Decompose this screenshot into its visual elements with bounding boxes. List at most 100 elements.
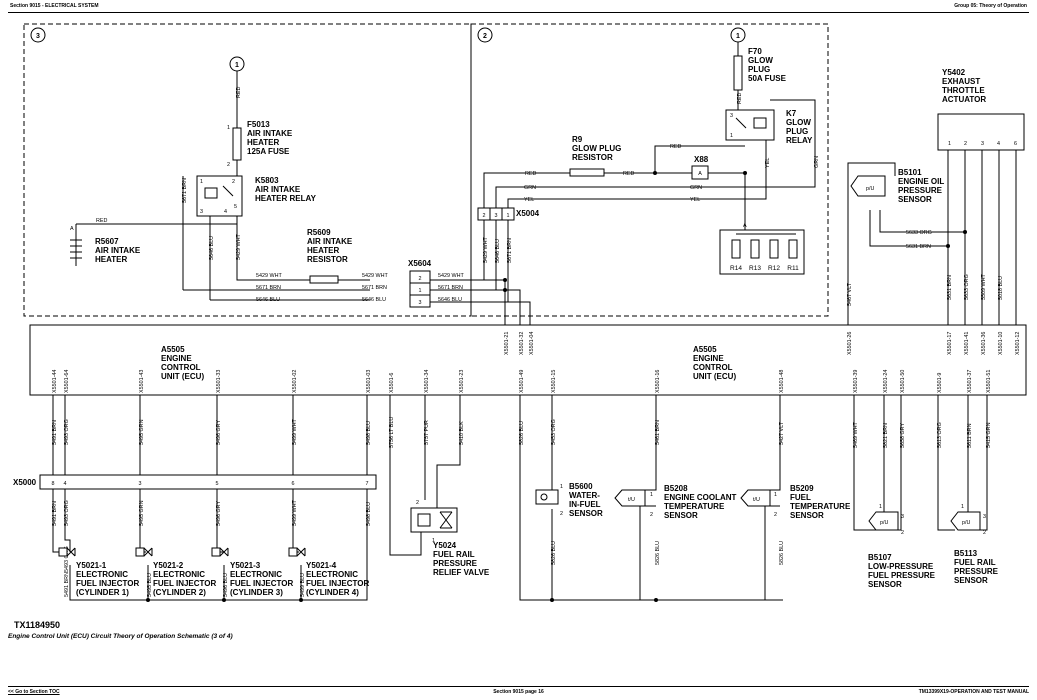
svg-text:5826 BLU: 5826 BLU — [655, 541, 661, 565]
svg-text:5671 BRN: 5671 BRN — [362, 285, 387, 291]
r5609-resistor-icon — [309, 275, 339, 284]
svg-text:1: 1 — [419, 288, 422, 294]
svg-text:1: 1 — [432, 538, 435, 544]
svg-text:X5501-50: X5501-50 — [900, 370, 906, 393]
svg-text:2: 2 — [419, 276, 422, 282]
svg-text:3: 3 — [139, 481, 142, 487]
svg-text:5633 ORG: 5633 ORG — [906, 230, 932, 236]
svg-text:5491 BRN: 5491 BRN — [52, 420, 58, 445]
svg-text:5491 BRN: 5491 BRN — [52, 501, 58, 526]
region-2-border — [470, 23, 829, 317]
svg-text:R13: R13 — [749, 265, 761, 272]
svg-text:5646 BLU: 5646 BLU — [438, 297, 462, 303]
svg-text:6: 6 — [292, 481, 295, 487]
footer-rule — [8, 686, 1029, 687]
b5209-sensor-icon — [740, 489, 771, 507]
header-rule — [8, 12, 1029, 13]
svg-text:5427 VLT: 5427 VLT — [779, 421, 785, 445]
svg-text:X5501-34: X5501-34 — [424, 370, 430, 393]
svg-text:X5501-9: X5501-9 — [937, 373, 943, 393]
svg-text:5631 BRN: 5631 BRN — [906, 244, 931, 250]
svg-text:X5501-32: X5501-32 — [519, 332, 525, 355]
sensor-circuits: 5826 BLU 5453 ORG 5461 BRN 5427 VLT 5826… — [519, 395, 785, 601]
group-header: Group 05: Theory of Operation — [954, 3, 1027, 9]
k7-relay-icon — [725, 109, 775, 141]
svg-text:A: A — [70, 226, 74, 232]
svg-text:5493 ORG: 5493 ORG — [64, 419, 70, 445]
svg-text:5646 BLU: 5646 BLU — [209, 236, 215, 260]
svg-text:5: 5 — [216, 481, 219, 487]
b5208-sensor-icon — [614, 489, 646, 507]
svg-text:X5501-37: X5501-37 — [967, 370, 973, 393]
svg-text:1: 1 — [730, 133, 733, 139]
svg-text:3: 3 — [981, 141, 984, 147]
svg-text:5671 BRN: 5671 BRN — [438, 285, 463, 291]
svg-text:4: 4 — [224, 209, 227, 215]
svg-text:R12: R12 — [768, 265, 780, 272]
svg-text:X5501-6: X5501-6 — [389, 373, 395, 393]
svg-text:5633 ORG: 5633 ORG — [964, 274, 970, 300]
svg-text:X5501-64: X5501-64 — [64, 370, 70, 393]
svg-text:YEL: YEL — [765, 158, 771, 168]
svg-text:X5501-51: X5501-51 — [986, 370, 992, 393]
y5024-relief-valve-icon: 2 1 — [410, 500, 458, 544]
junction-dots — [146, 171, 967, 602]
f70-fuse-icon — [733, 55, 743, 91]
svg-text:5613 ORG: 5613 ORG — [937, 422, 943, 448]
svg-text:X5501-26: X5501-26 — [847, 332, 853, 355]
svg-text:5499 BLU: 5499 BLU — [300, 573, 306, 597]
svg-text:5: 5 — [234, 204, 237, 210]
svg-text:5821 BRN: 5821 BRN — [883, 423, 889, 448]
section-header: Section 9015 - ELECTRICAL SYSTEM — [10, 3, 99, 9]
svg-text:1: 1 — [560, 484, 563, 490]
svg-text:R11: R11 — [787, 265, 799, 272]
svg-text:5496 GRY: 5496 GRY — [216, 420, 222, 445]
svg-text:RED: RED — [623, 171, 634, 177]
svg-text:2: 2 — [227, 162, 230, 168]
x5604-connector — [409, 270, 431, 308]
svg-text:2: 2 — [650, 512, 653, 518]
b5113-sensor-icon — [950, 511, 981, 531]
svg-text:X5501-03: X5501-03 — [366, 370, 372, 393]
svg-text:3: 3 — [36, 33, 40, 40]
svg-text:5429 WHT: 5429 WHT — [362, 273, 388, 279]
air-intake-heater-circuit: RED 1 2 5671 BRN 5646 BLU 5429 WHT 1 2 3… — [70, 71, 530, 308]
svg-text:5415 GRN: 5415 GRN — [986, 422, 992, 448]
svg-text:3: 3 — [901, 514, 904, 520]
injector-harness: 8 4 3 5 6 7 5491 BRN 5493 ORG 5495 GRN 5… — [39, 395, 465, 601]
svg-text:3: 3 — [983, 514, 986, 520]
svg-text:5671 BRN: 5671 BRN — [182, 178, 188, 203]
go-to-section-toc-link[interactable]: << Go to Section TOC — [8, 689, 60, 695]
svg-text:2: 2 — [964, 141, 967, 147]
svg-text:5509 WHT: 5509 WHT — [981, 274, 987, 300]
svg-text:5756 LT BLU: 5756 LT BLU — [389, 417, 395, 448]
svg-text:5499 WHT: 5499 WHT — [292, 419, 298, 445]
injector-valve-icons — [58, 547, 306, 557]
x88-connector — [691, 165, 709, 180]
manual-title: TM13399X19-OPERATION AND TEST MANUAL — [918, 689, 1029, 695]
svg-text:5410 BLK: 5410 BLK — [459, 421, 465, 445]
glow-plug-icons — [731, 239, 798, 259]
svg-text:X88: X88 — [694, 155, 709, 164]
oil-pressure-and-throttle-circuit: 1 2 3 4 6 5633 ORG 5631 BRN p/U 5467 VLT… — [847, 113, 1025, 330]
svg-text:5467 VLT: 5467 VLT — [847, 282, 853, 306]
svg-text:5493 ORG: 5493 ORG — [64, 546, 70, 572]
callout-3: 3 — [30, 27, 46, 43]
svg-text:5429 WHT: 5429 WHT — [483, 237, 489, 263]
svg-text:X5501-23: X5501-23 — [459, 370, 465, 393]
a5505-ecu-box — [29, 324, 1027, 396]
svg-text:X5000: X5000 — [13, 478, 37, 487]
svg-text:RED: RED — [96, 218, 107, 224]
svg-text:7: 7 — [366, 481, 369, 487]
